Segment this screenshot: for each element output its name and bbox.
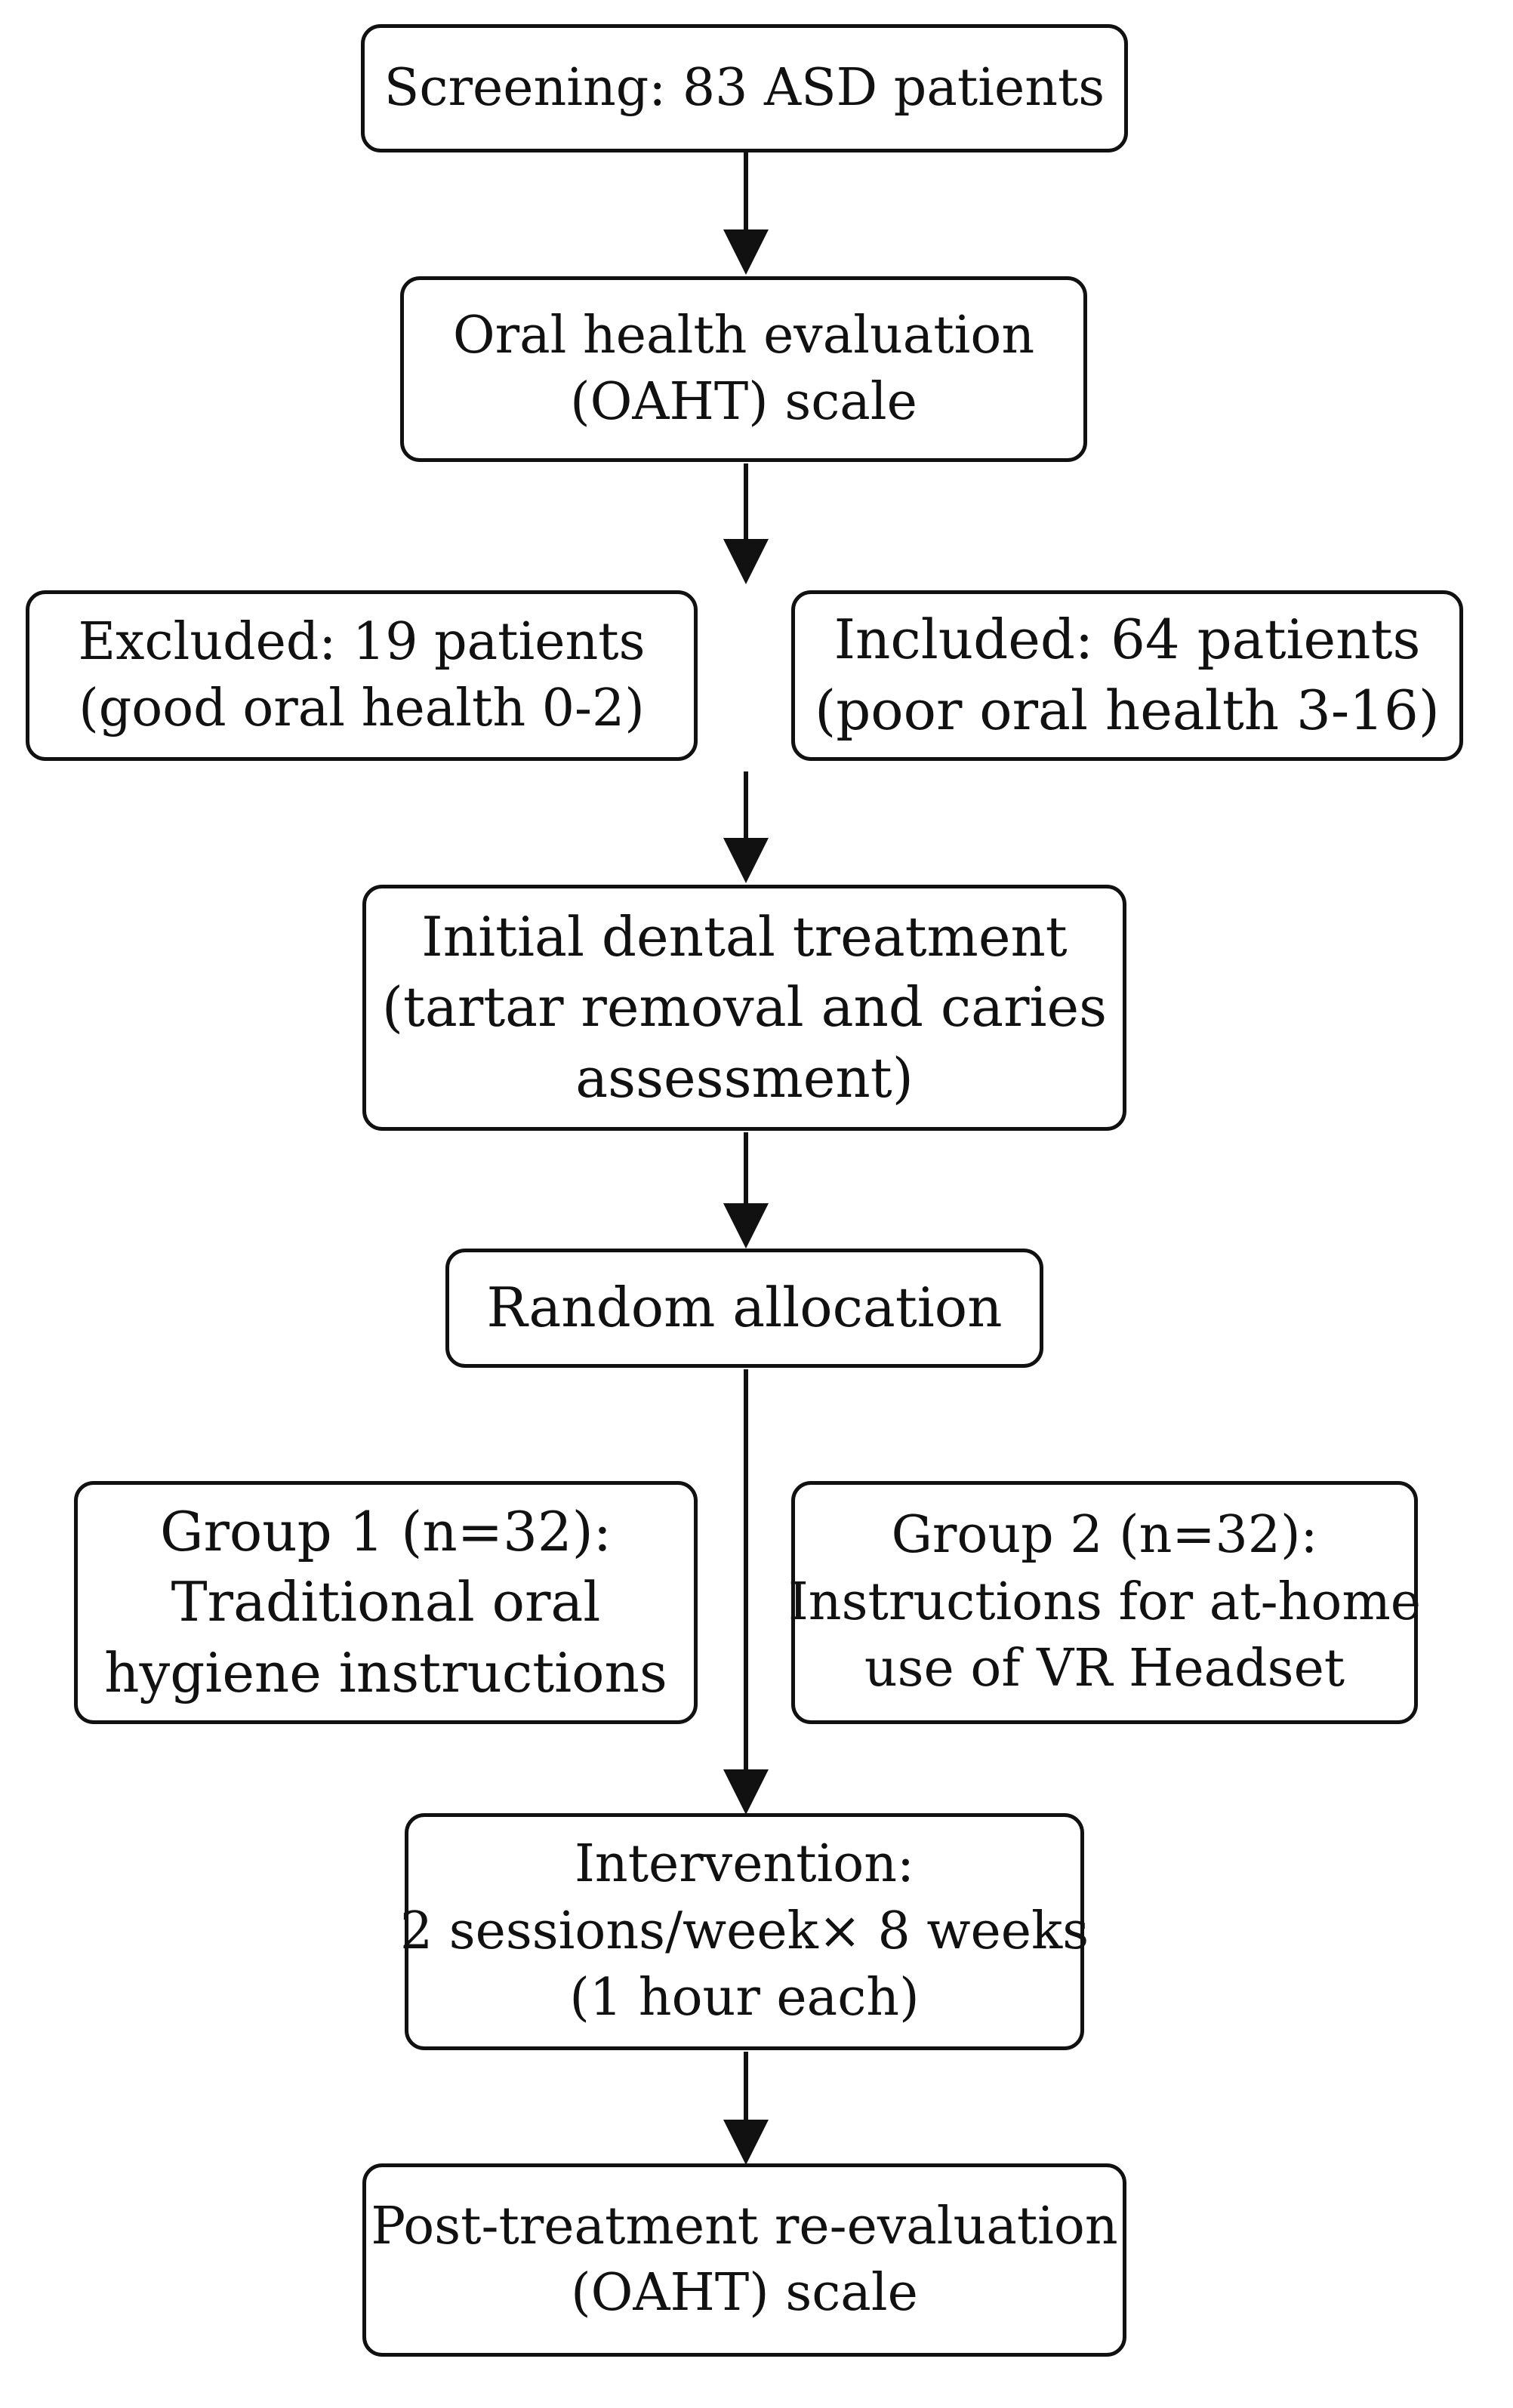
excluded-box: Excluded: 19 patients (good oral health … (26, 590, 698, 761)
oral-eval-line-1: Oral health evaluation (452, 305, 1035, 365)
group1-line-1: Group 1 (n=32): (159, 1499, 612, 1563)
post-treatment-reevaluation-box: Post-treatment re-evaluation (OAHT) scal… (362, 2163, 1126, 2357)
oral-health-evaluation-box: Oral health evaluation (OAHT) scale (400, 276, 1087, 462)
initial-treatment-line-3: assessment) (575, 1045, 914, 1110)
group2-line-3: use of VR Headset (864, 1639, 1345, 1699)
group1-line-3: hygiene instructions (104, 1640, 667, 1704)
post-treatment-line-2: (OAHT) scale (571, 2263, 918, 2323)
post-treatment-line-1: Post-treatment re-evaluation (371, 2196, 1118, 2256)
group2-line-1: Group 2 (n=32): (891, 1505, 1318, 1566)
intervention-line-3: (1 hour each) (569, 1968, 920, 2028)
excluded-line-1: Excluded: 19 patients (78, 611, 646, 672)
screening-box: Screening: 83 ASD patients (361, 24, 1128, 152)
intervention-line-1: Intervention: (575, 1834, 914, 1895)
included-line-1: Included: 64 patients (834, 608, 1421, 672)
group-1-box: Group 1 (n=32): Traditional oral hygiene… (74, 1481, 698, 1724)
excluded-line-2: (good oral health 0-2) (79, 679, 645, 738)
initial-dental-treatment-box: Initial dental treatment (tartar removal… (362, 885, 1126, 1131)
random-allocation-text: Random allocation (486, 1276, 1003, 1340)
intervention-line-2: 2 sessions/week× 8 weeks (399, 1901, 1089, 1961)
random-allocation-box: Random allocation (445, 1249, 1043, 1368)
initial-treatment-line-2: (tartar removal and caries (381, 975, 1108, 1039)
oral-eval-line-2: (OAHT) scale (570, 372, 917, 432)
intervention-box: Intervention: 2 sessions/week× 8 weeks (… (400, 1813, 1089, 2050)
group2-line-2: Instructions for at-home (787, 1572, 1422, 1632)
initial-treatment-line-1: Initial dental treatment (421, 904, 1068, 968)
group-2-box: Group 2 (n=32): Instructions for at-home… (787, 1481, 1422, 1724)
included-box: Included: 64 patients (poor oral health … (791, 590, 1463, 761)
included-line-2: (poor oral health 3-16) (815, 679, 1440, 742)
screening-text: Screening: 83 ASD patients (384, 57, 1105, 118)
group1-line-2: Traditional oral (171, 1570, 601, 1634)
